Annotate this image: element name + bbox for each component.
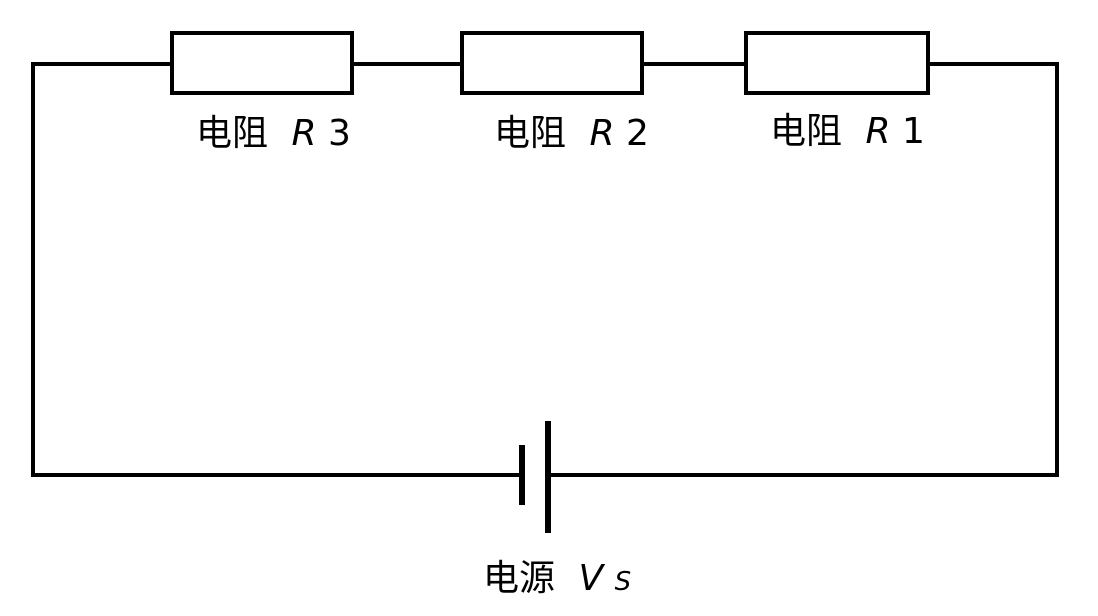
label-source-symbol: V [578, 558, 605, 599]
label-r1-index: 1 [902, 111, 925, 152]
resistor-r3 [170, 31, 354, 95]
label-r2-prefix: 电阻 [494, 113, 566, 154]
label-r2-symbol: R [589, 113, 614, 154]
label-r3-index: 3 [328, 113, 351, 154]
label-r1-prefix: 电阻 [770, 111, 842, 152]
label-r3-prefix: 电阻 [196, 113, 268, 154]
wires [31, 62, 1059, 477]
label-r1: 电阻 R 1 [770, 111, 925, 152]
left-wire [31, 62, 524, 477]
right-wire [546, 62, 1059, 477]
label-r2: 电阻 R 2 [494, 113, 649, 154]
resistor-r2 [460, 31, 644, 95]
label-r3: 电阻 R 3 [196, 113, 351, 154]
resistor-r1 [744, 31, 930, 95]
label-source-prefix: 电源 [483, 558, 555, 599]
label-r3-symbol: R [291, 113, 316, 154]
label-r1-symbol: R [865, 111, 890, 152]
label-r2-index: 2 [626, 113, 649, 154]
label-source-subscript: S [615, 567, 632, 597]
label-source: 电源 V S [483, 558, 631, 599]
battery-symbol [519, 421, 551, 533]
